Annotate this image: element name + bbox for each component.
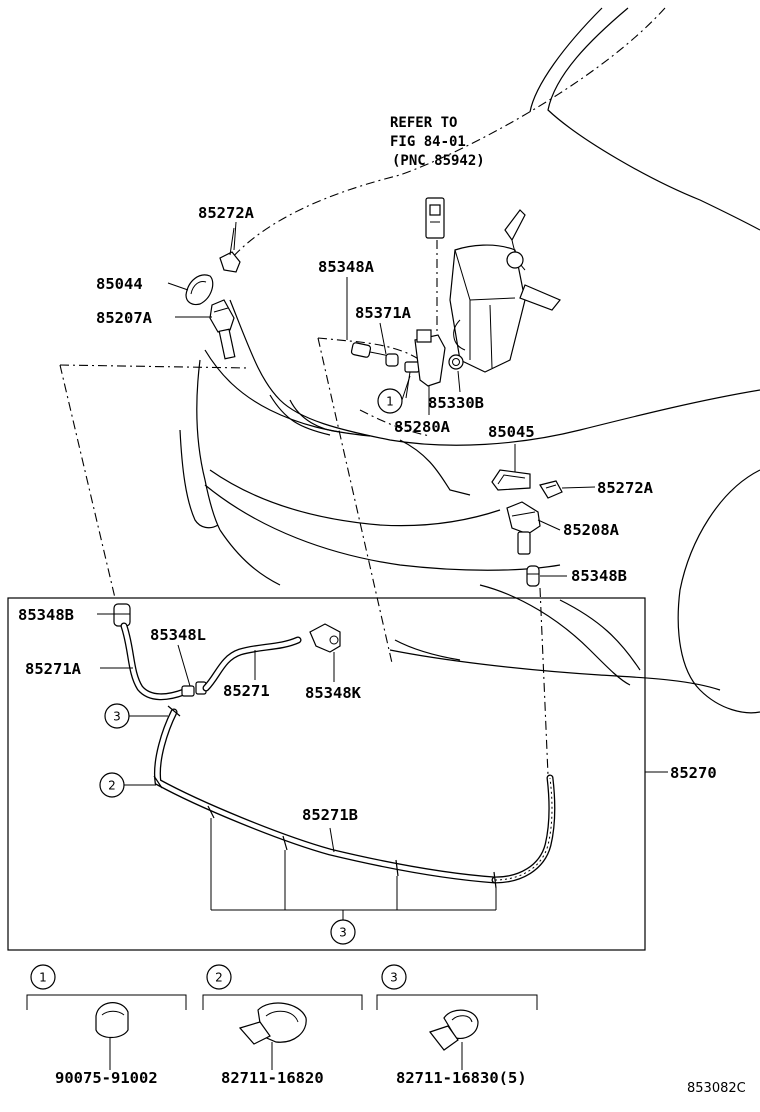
label-85271A: 85271A (25, 660, 82, 678)
leader-c1 (401, 375, 411, 401)
label-85207A: 85207A (96, 309, 153, 327)
clip-85272A-top (219, 227, 241, 273)
circle-c1-num: 1 (386, 395, 394, 409)
label-85271: 85271 (223, 682, 270, 700)
label-85348B-right: 85348B (571, 567, 627, 585)
elbow-85348K (309, 623, 341, 682)
label-85348B-left: 85348B (18, 606, 74, 624)
label-85208A: 85208A (563, 521, 620, 539)
circle-c3b-num: 3 (339, 926, 347, 940)
circle-c3a-num: 3 (113, 710, 121, 724)
label-85270: 85270 (670, 764, 717, 782)
refer-line-1: REFER TO (390, 115, 457, 131)
legend-circle-2 (206, 964, 232, 990)
legend-num-1: 1 (39, 971, 47, 985)
clip-85272A-right (539, 480, 563, 499)
clip-90075-icon (95, 1002, 129, 1070)
reference-dash-lines (59, 7, 666, 776)
label-85271B: 85271B (302, 806, 358, 824)
clip-82711-16820-icon (238, 1002, 307, 1070)
hose-clamps (153, 705, 497, 889)
legend-circle-1 (30, 964, 56, 990)
label-85044: 85044 (96, 275, 143, 293)
corrugated-hose-section (491, 774, 556, 884)
refer-line-2: FIG 84-01 (390, 134, 466, 150)
upper-leader-lines (167, 221, 596, 577)
hose-85271B (153, 708, 499, 884)
label-85348L: 85348L (150, 626, 206, 644)
figure-ref: 853082C (687, 1081, 746, 1096)
label-85045: 85045 (488, 423, 535, 441)
nozzle-85207A (209, 299, 236, 360)
hose-assembly-box (7, 597, 646, 951)
label-85272A-top: 85272A (198, 204, 255, 222)
legend-num-3: 3 (390, 971, 398, 985)
legend-part-3: 82711-16830(5) (396, 1069, 527, 1087)
circle-c3a (104, 703, 130, 729)
gasket-85045 (491, 469, 531, 491)
legend-part-2: 82711-16820 (221, 1069, 324, 1087)
circle-markers: 1 3 2 3 1 2 3 (30, 388, 407, 990)
label-85272A-right: 85272A (597, 479, 654, 497)
clamp-bracket (210, 818, 497, 920)
washer-reservoir (449, 209, 561, 373)
legend-num-2: 2 (215, 971, 223, 985)
vehicle-body-outline (179, 7, 760, 714)
gasket-85044 (185, 274, 214, 306)
joint-85348B-left (97, 603, 131, 627)
pump-assembly (350, 329, 464, 387)
clip-82711-16830-icon (429, 1009, 479, 1070)
label-85348K: 85348K (305, 684, 362, 702)
legend-part-1: 90075-91002 (55, 1069, 158, 1087)
circle-c2-num: 2 (108, 779, 116, 793)
legend (26, 994, 538, 1070)
label-85348A: 85348A (318, 258, 375, 276)
joint-85348B-right (526, 565, 540, 587)
tee-85348L (177, 644, 207, 697)
circle-c1 (377, 388, 403, 414)
refer-line-3: (PNC 85942) (392, 153, 485, 169)
circle-c2 (99, 772, 125, 798)
label-85371A: 85371A (355, 304, 412, 322)
connector-part (425, 197, 445, 239)
legend-circle-3 (381, 964, 407, 990)
circle-c3b (330, 919, 356, 945)
label-85280A: 85280A (394, 418, 451, 436)
nozzle-85208A (506, 501, 541, 555)
label-85330B: 85330B (428, 394, 484, 412)
part-labels: REFER TO FIG 84-01 (PNC 85942) 85272A 85… (18, 115, 746, 1096)
